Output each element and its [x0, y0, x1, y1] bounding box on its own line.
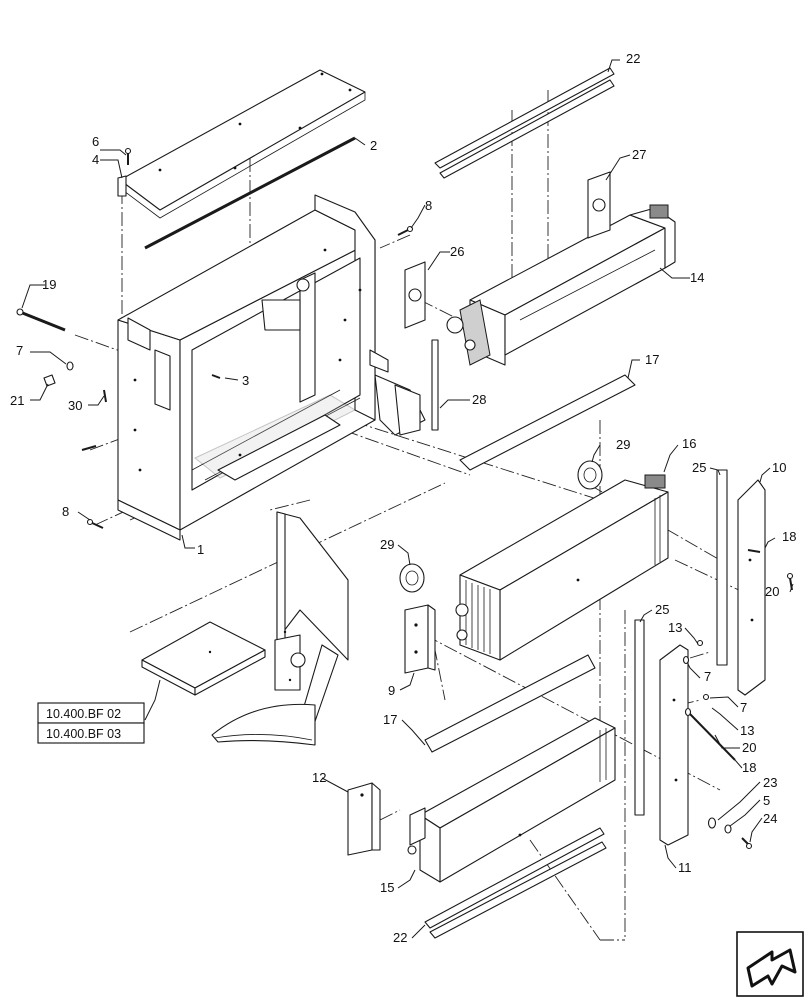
callout-6: 6 [92, 134, 99, 149]
upper-cooler [446, 204, 676, 366]
callout-8b: 8 [62, 504, 69, 519]
grommets [399, 460, 603, 593]
lower-cooler [407, 717, 616, 883]
callout-15: 15 [380, 880, 394, 895]
main-radiator [455, 474, 669, 661]
callout-4: 4 [92, 152, 99, 167]
reference-link-bf02[interactable]: 10.400.BF 02 [46, 707, 121, 721]
side-seals [634, 469, 728, 816]
callout-19: 19 [42, 277, 56, 292]
callout-18b: 18 [742, 760, 756, 775]
callout-29a: 29 [616, 437, 630, 452]
callout-9: 9 [388, 683, 395, 698]
callout-3: 3 [242, 373, 249, 388]
reference-link-bf03[interactable]: 10.400.BF 03 [46, 727, 121, 741]
callout-17b: 17 [383, 712, 397, 727]
callout-30: 30 [68, 398, 82, 413]
callout-8a: 8 [425, 198, 432, 213]
leader-lines [21, 59, 794, 939]
callout-21: 21 [10, 393, 24, 408]
seal-strip [144, 136, 356, 250]
callout-13a: 13 [668, 620, 682, 635]
bottom-floor-panel [141, 621, 266, 696]
callout-26: 26 [450, 244, 464, 259]
callout-22a: 22 [626, 51, 640, 66]
callout-12: 12 [312, 770, 326, 785]
callout-7a: 7 [16, 343, 23, 358]
callout-2: 2 [370, 138, 377, 153]
isolator-blocks [347, 604, 436, 856]
callout-18a: 18 [782, 529, 796, 544]
callout-7c: 7 [740, 700, 747, 715]
callout-1: 1 [197, 542, 204, 557]
callout-11: 11 [678, 860, 692, 875]
next-page-arrow-icon[interactable] [736, 931, 804, 997]
callout-10: 10 [772, 460, 786, 475]
callout-25a: 25 [692, 460, 706, 475]
callout-27: 27 [632, 147, 646, 162]
callout-16: 16 [682, 436, 696, 451]
callout-5: 5 [763, 793, 770, 808]
callout-28: 28 [472, 392, 486, 407]
callout-20b: 20 [742, 740, 756, 755]
top-cover-plate [117, 69, 366, 219]
rubber-strips [424, 67, 615, 939]
main-frame [117, 194, 426, 541]
callout-23: 23 [763, 775, 777, 790]
callout-17a: 17 [645, 352, 659, 367]
strip-28 [431, 339, 439, 431]
side-baffles [659, 479, 766, 846]
callout-22b: 22 [393, 930, 407, 945]
fan-shroud-panel [211, 511, 349, 746]
callout-13b: 13 [740, 723, 754, 738]
foam-strips [424, 374, 636, 753]
mounting-brackets [404, 171, 611, 329]
callout-14: 14 [690, 270, 704, 285]
callout-24: 24 [763, 811, 777, 826]
callout-25b: 25 [655, 602, 669, 617]
reference-boxes[interactable]: 10.400.BF 02 10.400.BF 03 [37, 702, 145, 744]
callout-7b: 7 [704, 669, 711, 684]
callout-29b: 29 [380, 537, 394, 552]
callout-20a: 20 [765, 584, 779, 599]
callout-labels: 1 2 3 4 5 6 7 7 7 8 8 9 10 11 12 13 13 1… [10, 51, 796, 945]
